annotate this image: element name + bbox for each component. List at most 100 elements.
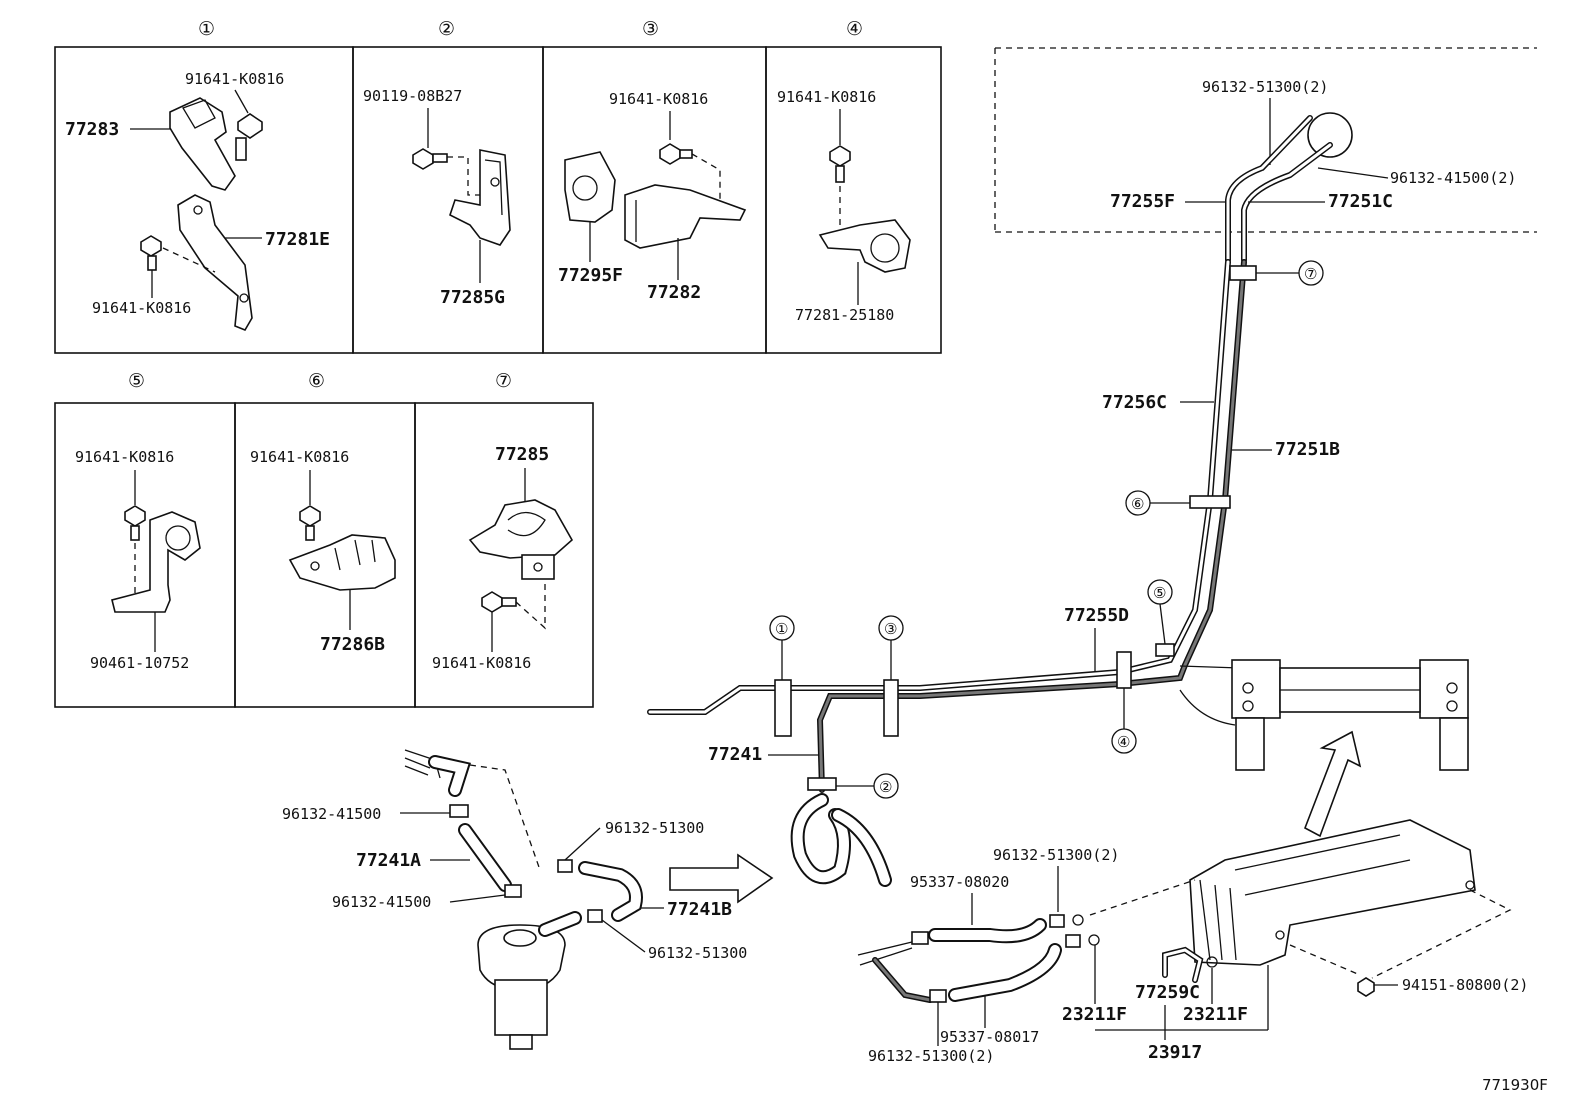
- filter-clip-4-label: 96132-51300: [648, 944, 747, 962]
- callout-clamp-2: [807, 777, 837, 791]
- group-7-clamp-label: 77285: [495, 444, 549, 465]
- group-4-frame: [765, 46, 942, 354]
- group-1-bracket-a-label: 77283: [65, 119, 119, 140]
- main-fuel-lines: ⑦ ⑥ ⑤ ① ③ ④ ② 77256C 77251B 77255D 77241: [647, 259, 1340, 887]
- clamp-77295f: [564, 151, 616, 223]
- callout-4: ④: [1117, 733, 1130, 751]
- washer-left-label: 23211F: [1062, 1004, 1127, 1025]
- group-7-frame: [414, 402, 594, 708]
- callout-5: ⑤: [1153, 584, 1166, 602]
- filter-assembly: 96132-41500 77241A 96132-41500 96132-513…: [282, 749, 774, 1050]
- group-2-index: ②: [438, 18, 455, 40]
- group-4-bolt-label: 91641-K0816: [777, 88, 876, 106]
- group-5-bolt-label: 91641-K0816: [75, 448, 174, 466]
- callout-7: ⑦: [1304, 265, 1317, 283]
- cooler-assembly: 96132-51300(2) 95337-08020 95337-08017 9…: [857, 659, 1528, 1065]
- fuel-tank-port: [1307, 112, 1353, 158]
- cooler-clip-bottom-label: 96132-51300(2): [868, 1047, 994, 1065]
- group-2-bolt-label: 90119-08B27: [363, 87, 462, 105]
- callout-clamp-5: [1155, 643, 1175, 657]
- bracket-77283: [169, 97, 236, 191]
- bracket-90461-10752: [111, 511, 201, 613]
- group-2-clamp-label: 77285G: [440, 287, 505, 308]
- diagram-reference: 771930F: [1482, 1076, 1548, 1094]
- nut-label: 94151-80800(2): [1402, 976, 1528, 994]
- group-1-bolt-a-label: 91641-K0816: [185, 70, 284, 88]
- washer-right-label: 23211F: [1183, 1004, 1248, 1025]
- upper-clip-top-label: 96132-51300(2): [1202, 78, 1328, 96]
- clamp-77285: [468, 499, 574, 559]
- bolt-icon: [124, 505, 146, 541]
- direction-arrow-icon: [1303, 730, 1362, 838]
- clip-icon: [587, 909, 603, 923]
- upper-hose-left-label: 77255F: [1110, 191, 1175, 212]
- fuel-cooler: [1189, 819, 1476, 966]
- clamp-base: [521, 554, 555, 580]
- filter-hose-b-label: 77241B: [667, 899, 732, 920]
- cooler-pipe-label: 77259C: [1135, 982, 1200, 1003]
- bolt-icon: [481, 591, 517, 613]
- flow-arrow-icon: [669, 853, 774, 904]
- bracket-77282: [624, 184, 747, 249]
- group-6-bolt-label: 91641-K0816: [250, 448, 349, 466]
- clip-icon: [449, 804, 469, 818]
- filter-clip-2-label: 96132-41500: [332, 893, 431, 911]
- clamp-group-3: ③ 91641-K0816 77295F 77282: [542, 18, 767, 354]
- group-3-index: ③: [642, 18, 659, 40]
- callout-clamp-6: [1189, 495, 1231, 509]
- cooler-clip-top-label: 96132-51300(2): [993, 846, 1119, 864]
- callout-2: ②: [879, 778, 892, 796]
- clamp-group-1: ① 91641-K0816 77283 77281E 91641-K0816: [54, 18, 354, 354]
- bolt-icon: [659, 143, 693, 165]
- pipe-a-label: 77256C: [1102, 392, 1167, 413]
- callout-1: ①: [775, 620, 788, 638]
- group-7-bolt-label: 91641-K0816: [432, 654, 531, 672]
- clamp-group-2: ② 90119-08B27 77285G: [352, 18, 544, 354]
- clamp-group-6: ⑥ 91641-K0816 77286B: [234, 370, 416, 708]
- filter-clip-3-label: 96132-51300: [605, 819, 704, 837]
- upper-assembly: 96132-51300(2) 96132-41500(2) 77255F 772…: [994, 47, 1537, 263]
- callout-clamp-7: [1229, 265, 1257, 281]
- group-3-bracket-label: 77282: [647, 282, 701, 303]
- assembly-label: 23917: [1148, 1042, 1202, 1063]
- bolt-icon: [829, 145, 851, 183]
- group-7-index: ⑦: [495, 370, 512, 392]
- clip-icon: [929, 989, 947, 1003]
- group-1-bracket-b-label: 77281E: [265, 229, 330, 250]
- bolt-icon: [299, 505, 321, 541]
- filter-hose-a-label: 77241A: [356, 850, 421, 871]
- clip-icon: [1049, 914, 1065, 928]
- nut-icon: [1357, 977, 1375, 997]
- pipe-c-label: 77255D: [1064, 605, 1129, 626]
- group-6-index: ⑥: [308, 370, 325, 392]
- group-1-bolt-b-label: 91641-K0816: [92, 299, 191, 317]
- callout-clamp-4: [1116, 651, 1132, 689]
- pipe-d-label: 77241: [708, 744, 762, 765]
- clamp-group-4: ④ 91641-K0816 77281-25180: [765, 18, 942, 354]
- group-1-index: ①: [198, 18, 215, 40]
- bolt-icon: [140, 235, 162, 271]
- callout-clamp-3: [883, 679, 899, 737]
- fuel-filter-body: [494, 979, 548, 1036]
- group-5-bracket-label: 90461-10752: [90, 654, 189, 672]
- group-4-index: ④: [846, 18, 863, 40]
- callout-3: ③: [884, 620, 897, 638]
- group-5-index: ⑤: [128, 370, 145, 392]
- pipe-b-label: 77251B: [1275, 439, 1340, 460]
- clip-icon: [1065, 934, 1081, 948]
- group-3-bolt-label: 91641-K0816: [609, 90, 708, 108]
- bolt-icon: [412, 148, 448, 170]
- cooler-hose-1-label: 95337-08020: [910, 873, 1009, 891]
- upper-hose-right-label: 77251C: [1328, 191, 1393, 212]
- cooler-hose-2-label: 95337-08017: [940, 1028, 1039, 1046]
- group-6-clamp-label: 77286B: [320, 634, 385, 655]
- clamp-group-5: ⑤ 91641-K0816 90461-10752: [54, 370, 236, 708]
- group-3-clamp-label: 77295F: [558, 265, 623, 286]
- clamp-77286b: [288, 534, 396, 591]
- bracket-77281-25180: [818, 219, 911, 273]
- clip-icon: [504, 884, 522, 898]
- clamp-group-7: ⑦ 77285 91641-K0816: [414, 370, 594, 708]
- upper-clip-right-label: 96132-41500(2): [1390, 169, 1516, 187]
- clip-icon: [557, 859, 573, 873]
